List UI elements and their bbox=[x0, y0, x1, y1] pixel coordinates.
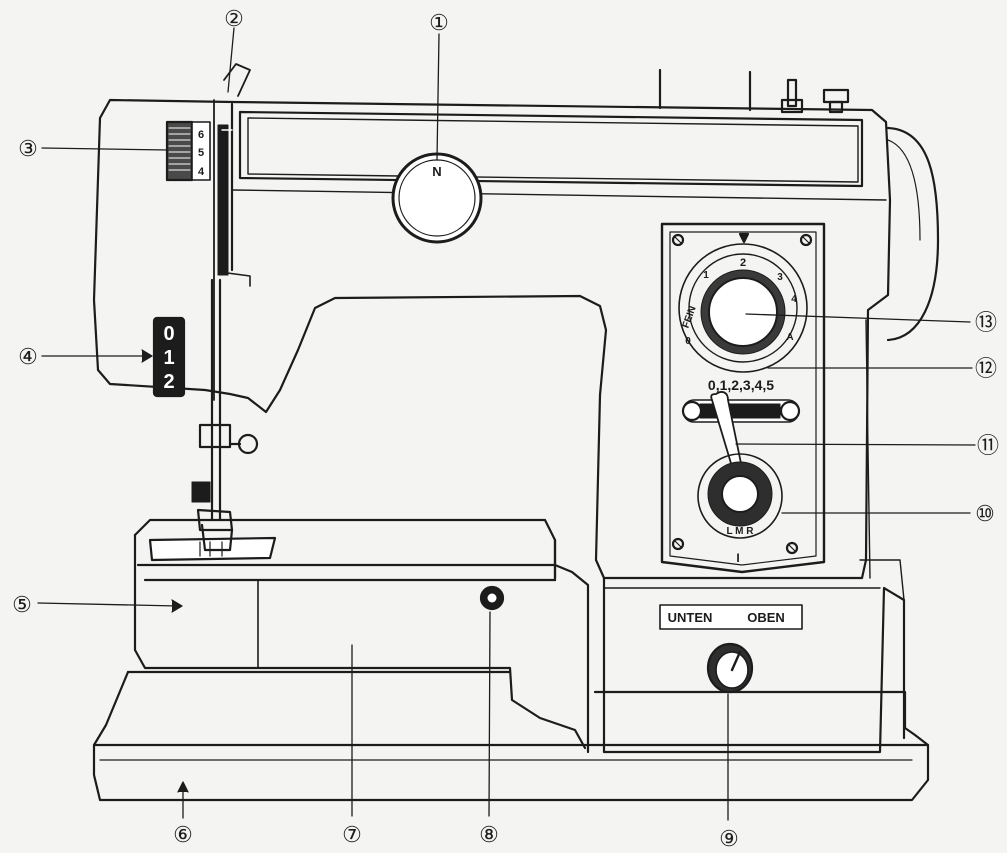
width-scale-label: 0,1,2,3,4,5 bbox=[708, 377, 774, 393]
control-panel: 1 2 3 4 FEIN 0 A 0,1,2,3,4,5 L M R I bbox=[660, 222, 826, 574]
needle-bar bbox=[191, 278, 259, 552]
callout-6: ⑥ bbox=[173, 822, 193, 847]
tension-knob: N bbox=[391, 152, 483, 244]
callout-1: ① bbox=[429, 10, 449, 35]
callout-11: ⑪ bbox=[977, 433, 999, 458]
spool-pins bbox=[658, 68, 850, 114]
callout-3: ③ bbox=[18, 136, 38, 161]
callout-7: ⑦ bbox=[342, 822, 362, 847]
feed-label-unten: UNTEN bbox=[668, 610, 713, 625]
callout-13: ⑬ bbox=[975, 310, 997, 335]
panel-bottom-mark: I bbox=[736, 551, 739, 565]
dial-zero: 0 bbox=[685, 336, 691, 347]
feed-label-oben: OBEN bbox=[747, 610, 785, 625]
reverse-button bbox=[479, 585, 505, 611]
machine-body bbox=[92, 98, 940, 754]
presser-digit-1: 1 bbox=[163, 347, 174, 369]
dial-number-4: 4 bbox=[791, 294, 797, 305]
presser-indicator-window: 0 1 2 bbox=[152, 316, 186, 398]
callout-10: ⑩ bbox=[975, 501, 995, 526]
dial-number-1: 1 bbox=[703, 270, 709, 281]
take-up-lever bbox=[217, 63, 251, 287]
feed-dog-plate: UNTEN OBEN bbox=[659, 604, 803, 630]
callout-4: ④ bbox=[18, 344, 38, 369]
dial-letters-fein: FEIN bbox=[681, 305, 699, 330]
callout-labels: ① ② ③ ④ ⑤ ⑥ ⑦ ⑧ ⑨ ⑩ ⑪ ⑫ ⑬ bbox=[12, 6, 999, 851]
callout-8: ⑧ bbox=[479, 822, 499, 847]
stitch-length-knob: 6 5 4 bbox=[165, 120, 211, 182]
callout-2: ② bbox=[224, 6, 244, 31]
tension-knob-letter: N bbox=[432, 164, 441, 179]
stitch-scale-5: 5 bbox=[198, 147, 204, 159]
dial-number-3: 3 bbox=[777, 272, 783, 283]
presser-digit-0: 0 bbox=[163, 323, 174, 345]
feed-dog-knob bbox=[706, 642, 754, 694]
dial-letter-a: A bbox=[786, 332, 793, 343]
dial-number-2: 2 bbox=[740, 257, 746, 269]
free-arm bbox=[133, 518, 590, 754]
callout-leaders bbox=[37, 27, 976, 821]
position-letters: L M R bbox=[726, 526, 754, 537]
presser-digit-2: 2 bbox=[163, 371, 174, 393]
callout-5: ⑤ bbox=[12, 592, 32, 617]
stitch-scale-4: 4 bbox=[198, 166, 205, 178]
callout-9: ⑨ bbox=[719, 826, 739, 851]
stitch-scale-6: 6 bbox=[198, 129, 204, 141]
callout-12: ⑫ bbox=[975, 356, 997, 381]
